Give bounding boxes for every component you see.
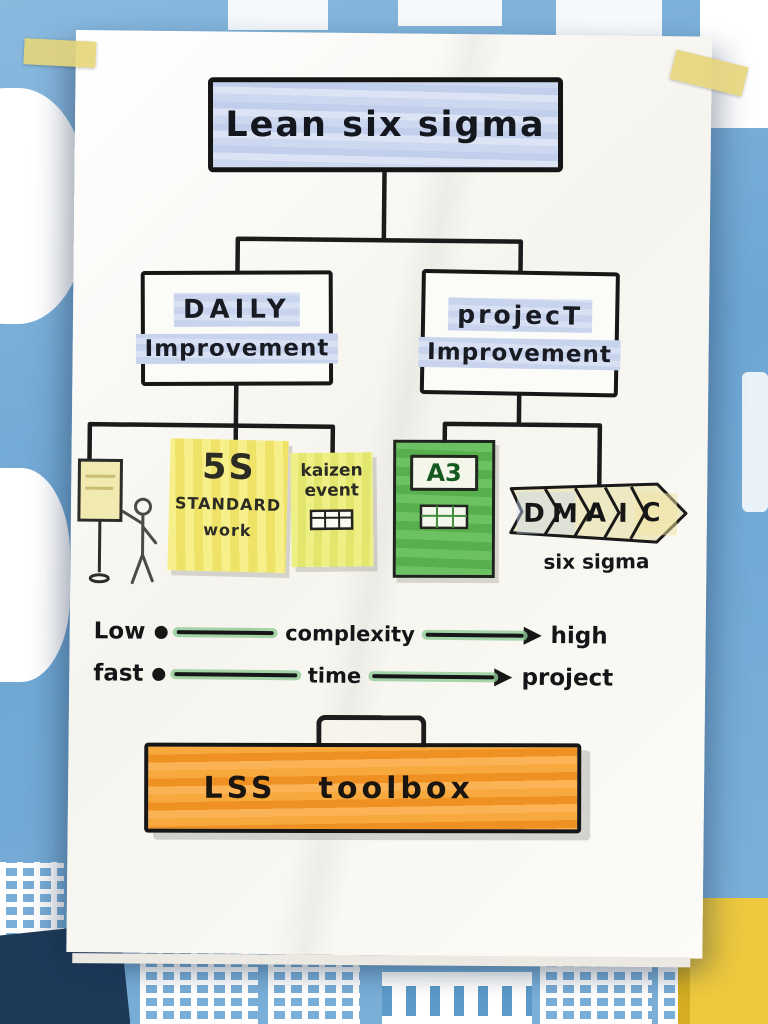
toolbox-label-lss: LSS <box>203 770 277 806</box>
dmaic-letter-i: I <box>618 499 628 529</box>
kaizen-line2: event <box>304 480 360 501</box>
axis-mid-label: complexity <box>285 621 415 647</box>
a3-note: A3 <box>392 439 496 579</box>
wall-stripe <box>228 0 328 30</box>
wall-text-panel <box>382 972 532 1024</box>
toolbox-body: LSS toolbox <box>144 742 582 834</box>
lss-toolbox: LSS toolbox <box>144 713 582 836</box>
wall-letter-shape <box>4 534 62 616</box>
wall-panel <box>742 372 768 512</box>
table-icon <box>419 504 469 530</box>
axis-line <box>426 629 524 642</box>
five-s-title: 5S <box>201 446 257 489</box>
six-sigma-caption: six sigma <box>543 549 650 574</box>
dmaic-letter-m: M <box>552 499 578 529</box>
tape-strip-left <box>23 38 97 68</box>
complexity-axis: Low complexity high <box>94 614 608 653</box>
toolbox-label-toolbox: toolbox <box>318 770 474 806</box>
five-s-line2: work <box>203 520 252 541</box>
connector-lines <box>87 170 603 490</box>
dmaic-banner: D M A I C <box>509 482 688 544</box>
skyline-building <box>268 954 360 1024</box>
five-s-note: 5S STANDARD work <box>167 438 289 574</box>
five-s-line1: STANDARD <box>174 493 282 515</box>
axis-start-label: fast <box>93 660 144 687</box>
kaizen-note: kaizen event <box>290 452 374 568</box>
dmaic-letter-a: A <box>586 498 606 528</box>
project-box-line2: Improvement <box>417 336 622 370</box>
axis-end-label: high <box>550 623 608 650</box>
dmaic-letter-c: C <box>641 498 660 528</box>
flipchart-poster: Lean six sigma DAILY Improvement projecT… <box>66 30 712 959</box>
project-box-line1: projecT <box>447 296 593 333</box>
axis-dot-icon <box>154 625 168 639</box>
daily-box-line2: Improvement <box>135 333 339 365</box>
axis-line <box>174 668 296 681</box>
axis-line <box>176 626 274 639</box>
dmaic-letter-d: D <box>523 499 545 529</box>
daily-box-line1: DAILY <box>173 292 300 327</box>
kaizen-line1: kaizen <box>300 460 363 482</box>
a3-label: A3 <box>410 454 478 491</box>
time-axis: fast time project <box>93 656 613 695</box>
lean-six-sigma-title-box: Lean six sigma <box>208 77 564 173</box>
wall-stripe <box>398 0 502 26</box>
daily-improvement-box: DAILY Improvement <box>135 270 339 387</box>
axis-end-label: project <box>521 664 614 692</box>
axis-mid-label: time <box>307 663 362 689</box>
axis-start-label: Low <box>93 618 146 645</box>
easel-presenter-icon <box>77 458 158 585</box>
axis-dot-icon <box>152 667 166 681</box>
table-icon <box>309 509 354 531</box>
title-text: Lean six sigma <box>225 104 546 145</box>
project-improvement-box: projecT Improvement <box>417 268 622 398</box>
axis-line <box>372 670 494 683</box>
